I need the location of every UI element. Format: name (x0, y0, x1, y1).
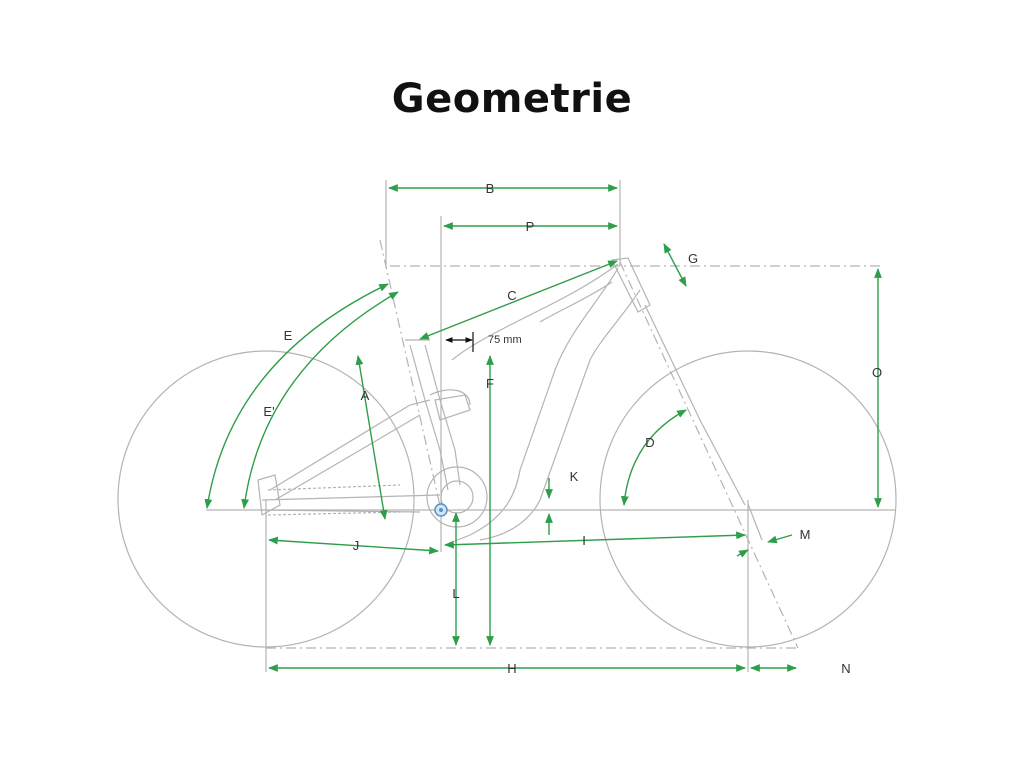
seat-tube-axis (379, 239, 442, 511)
label-J: J (353, 538, 360, 553)
dimension-arrows (204, 184, 882, 672)
label-K: K (570, 469, 579, 484)
dim-M-line (767, 534, 793, 544)
offset-75mm (445, 332, 474, 352)
steering-axis (619, 261, 799, 649)
seat-stay (269, 399, 431, 491)
dim-C-line (419, 260, 618, 340)
dim-D-arc (620, 409, 687, 506)
top-tube-lower (539, 281, 613, 323)
label-G: G (688, 251, 698, 266)
bottom-bracket-center (439, 508, 443, 512)
label-C: C (507, 288, 516, 303)
dim-A-line (355, 355, 388, 520)
bike-outline (117, 180, 897, 672)
motor (426, 466, 488, 528)
dim-G-line (663, 243, 687, 287)
label-L: L (452, 586, 459, 601)
label-I: I (582, 533, 586, 548)
label-O: O (872, 365, 882, 380)
page-title: Geometrie (391, 76, 633, 122)
label-E: E (284, 328, 293, 343)
dim-J-line (268, 536, 439, 555)
dimension-labels: B P C G O E E' A F D K J I M L H N 75 mm (263, 181, 882, 676)
label-A: A (361, 388, 370, 403)
trail-guide (747, 503, 763, 541)
seat-stay-2 (274, 414, 421, 501)
label-B: B (486, 181, 495, 196)
rear-shock (434, 394, 471, 421)
label-N: N (841, 661, 850, 676)
rocker-link (429, 389, 471, 406)
head-tube (611, 257, 651, 313)
label-H: H (507, 661, 516, 676)
label-75mm: 75 mm (488, 334, 522, 346)
top-tube (451, 263, 619, 361)
dim-E-prime-arc (241, 291, 399, 509)
down-tube-lower (479, 289, 641, 541)
dim-I-line (444, 531, 746, 549)
dropout (257, 474, 281, 516)
label-E-prime: E' (263, 404, 274, 419)
down-tube (444, 267, 619, 546)
label-M: M (800, 527, 811, 542)
label-F: F (486, 376, 494, 391)
label-P: P (526, 219, 535, 234)
dim-M-tick (736, 549, 749, 558)
label-D: D (645, 435, 654, 450)
fork (644, 304, 746, 506)
chain-stay (261, 494, 441, 501)
